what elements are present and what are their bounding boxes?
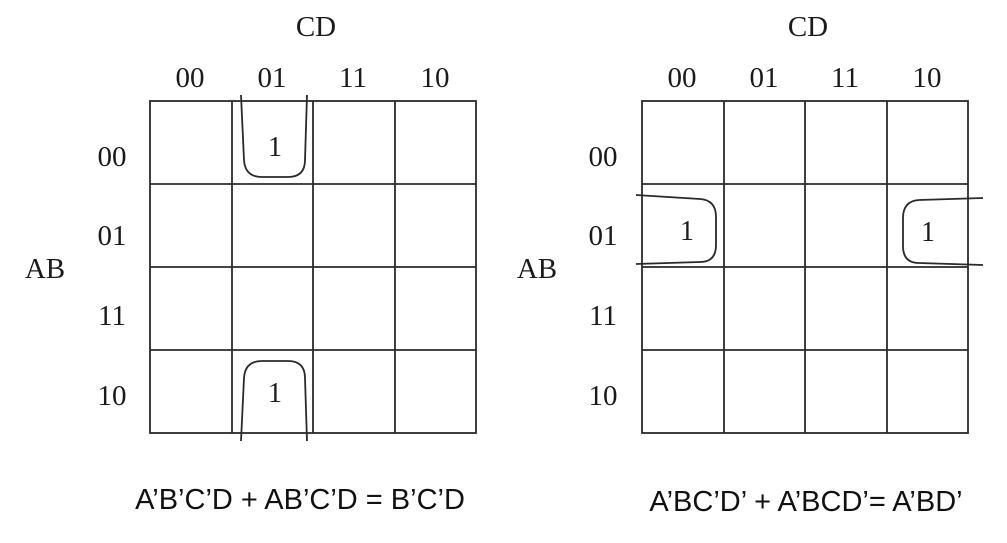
row-label: 01	[98, 220, 127, 252]
grouping-loop	[240, 94, 308, 442]
row-label: 01	[589, 220, 618, 252]
col-label: 11	[831, 62, 859, 94]
kmap-grid	[641, 100, 969, 434]
cell-value: 1	[921, 217, 935, 248]
kmap-left: CD AB 00 01 11 10 00 01 11 10 1	[25, 11, 477, 516]
row-label: 11	[98, 300, 126, 332]
row-label: 00	[589, 141, 618, 173]
row-variable-label: AB	[25, 253, 65, 285]
col-variable-label: CD	[788, 11, 828, 43]
col-variable-label: CD	[296, 11, 336, 43]
cell-value: 1	[268, 132, 282, 163]
cell-value: 1	[680, 216, 694, 247]
kmap-right: CD AB 00 01 11 10 00 01 11 10 1 1	[517, 11, 984, 518]
col-label: 01	[750, 62, 779, 94]
col-label: 10	[913, 62, 942, 94]
row-label: 10	[589, 380, 618, 412]
simplification-expression: A’B’C’D + AB’C’D = B’C’D	[135, 484, 465, 516]
col-label: 01	[258, 62, 287, 94]
col-label: 10	[421, 62, 450, 94]
cell-value: 1	[268, 378, 282, 409]
col-label: 00	[176, 62, 205, 94]
kmap-grid	[149, 100, 477, 434]
row-label: 11	[589, 300, 617, 332]
col-label: 11	[339, 62, 367, 94]
col-label: 00	[668, 62, 697, 94]
row-label: 00	[98, 141, 127, 173]
row-label: 10	[98, 380, 127, 412]
simplification-expression: A’BC’D’ + A’BCD’= A’BD’	[649, 486, 962, 518]
grouping-loop	[635, 194, 984, 266]
row-variable-label: AB	[517, 253, 557, 285]
